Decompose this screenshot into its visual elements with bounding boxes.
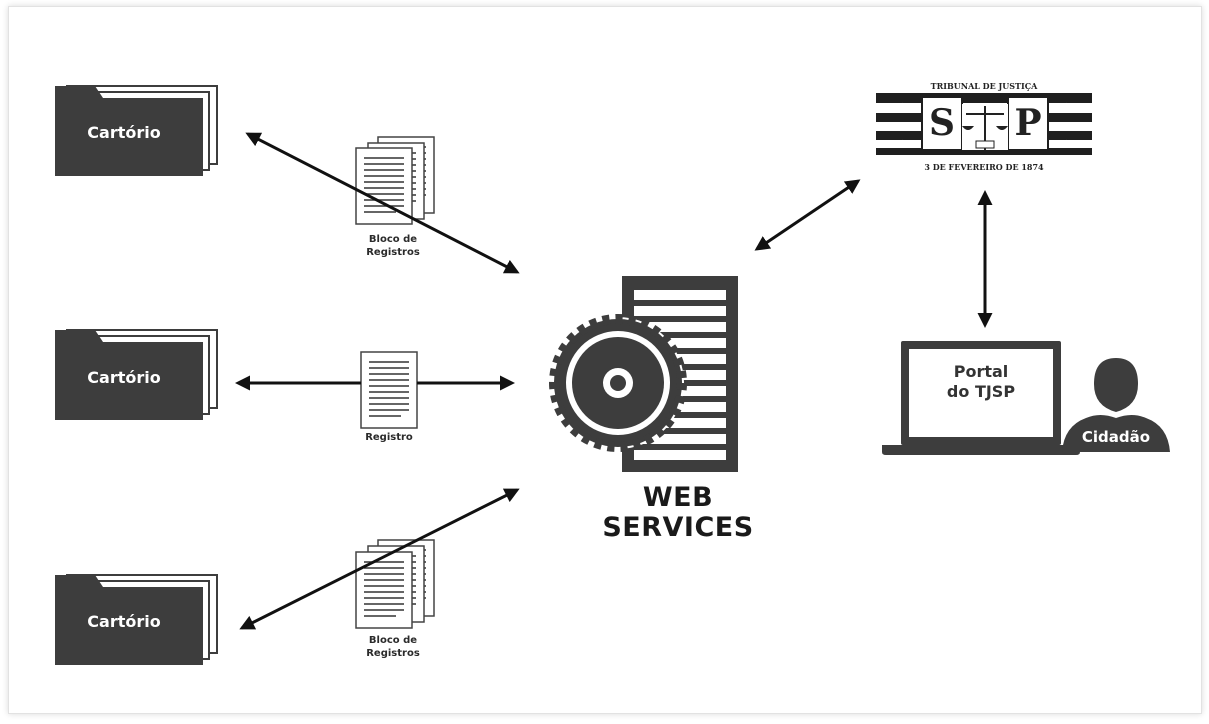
svg-text:★: ★ xyxy=(898,139,907,150)
web-services-title: WEB SERVICES xyxy=(568,483,788,542)
portal-line1: Portal xyxy=(953,362,1009,381)
server-gear-icon xyxy=(549,276,738,472)
arrow-top-left xyxy=(245,132,520,274)
seal-bottom-text: 3 DE FEVEREIRO DE 1874 xyxy=(924,162,1044,172)
cartorio-label-2: Cartório xyxy=(87,368,161,387)
person-icon xyxy=(1062,358,1170,452)
svg-text:★: ★ xyxy=(898,102,907,113)
cidadao-label: Cidadão xyxy=(1081,428,1151,446)
cartorio-label-3: Cartório xyxy=(87,612,161,631)
document-icon-middle xyxy=(360,351,418,429)
seal-letter-p: P xyxy=(1014,102,1042,144)
seal-letter-s: S xyxy=(929,102,955,144)
laptop-icon xyxy=(882,341,1080,455)
cartorio-label-1: Cartório xyxy=(87,123,161,142)
registro-label: Registro xyxy=(365,432,413,443)
web-services-line2: SERVICES xyxy=(602,511,754,543)
portal-label: Portal do TJSP xyxy=(916,362,1046,402)
web-services-line1: WEB xyxy=(642,482,714,513)
arrow-bottom-left xyxy=(239,488,520,630)
document-stack-icon-bottom xyxy=(355,539,435,629)
seal-top-text: TRIBUNAL DE JUSTIÇA xyxy=(930,81,1038,91)
arrow-server-seal xyxy=(754,179,861,251)
svg-text:★: ★ xyxy=(1062,139,1071,150)
bloco-registros-label-top: Bloco de Registros xyxy=(366,234,420,258)
portal-line2: do TJSP xyxy=(946,382,1016,401)
seal-icon: ★ ★ ★ ★ xyxy=(876,93,1092,155)
svg-text:★: ★ xyxy=(1062,102,1071,113)
bloco-registros-label-bottom: Bloco de Registros xyxy=(366,635,420,659)
